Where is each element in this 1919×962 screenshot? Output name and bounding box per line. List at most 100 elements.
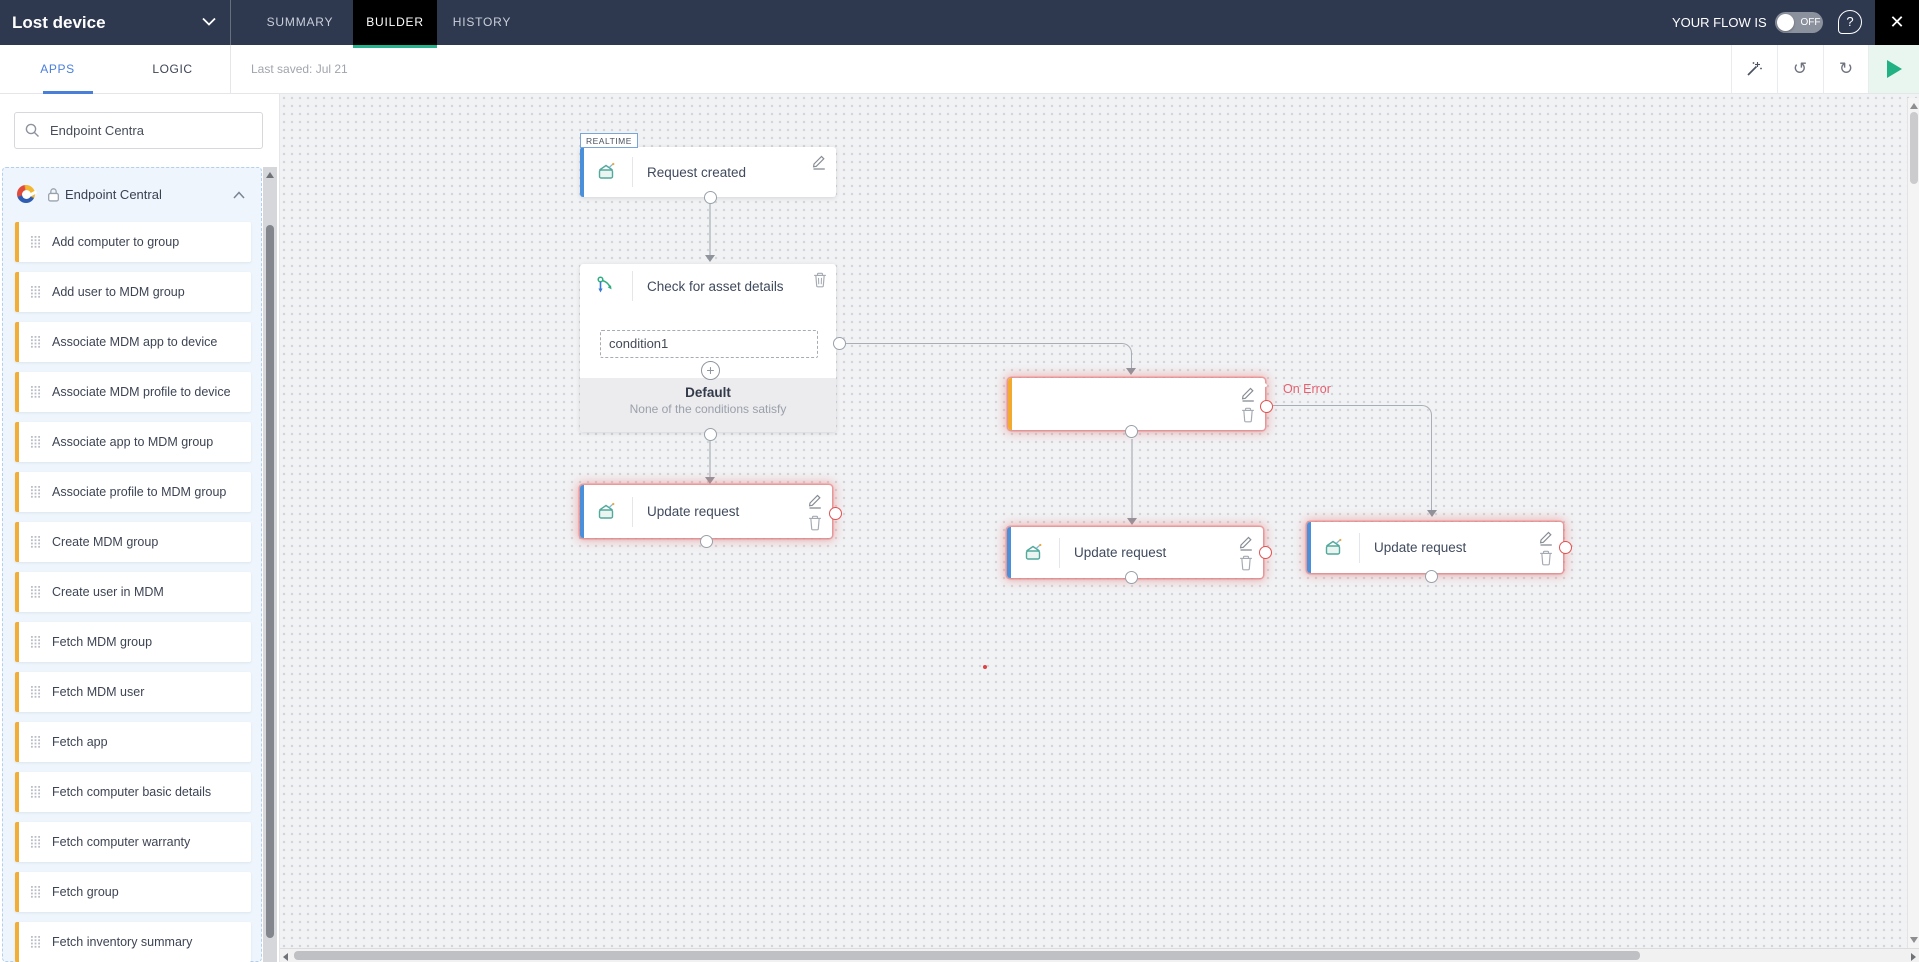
toolbar-divider	[1731, 45, 1732, 93]
connector-port[interactable]	[1425, 570, 1438, 583]
update-request-node-middle[interactable]: Update request	[1007, 527, 1263, 578]
run-flow-button[interactable]	[1869, 45, 1919, 93]
edit-icon[interactable]	[1238, 534, 1254, 551]
sidebar-scrollbar[interactable]	[263, 167, 277, 962]
help-button[interactable]: ?	[1838, 10, 1862, 34]
tab-logic[interactable]: LOGIC	[152, 62, 193, 76]
tab-summary[interactable]: SUMMARY	[266, 15, 334, 29]
sidebar-app-action[interactable]: Fetch inventory summary	[15, 922, 251, 962]
active-tab-underline	[353, 45, 437, 48]
action-label: Add computer to group	[52, 235, 180, 249]
edit-icon[interactable]	[1240, 385, 1256, 402]
sidebar-app-action[interactable]: Associate profile to MDM group	[15, 472, 251, 512]
node-title: Update request	[1074, 545, 1167, 560]
sidebar-app-action[interactable]: Fetch computer warranty	[15, 822, 251, 862]
sidebar-app-action[interactable]: Add user to MDM group	[15, 272, 251, 312]
sidebar-app-action[interactable]: Associate app to MDM group	[15, 422, 251, 462]
app-group-header[interactable]: Endpoint Central	[3, 168, 261, 222]
edit-icon[interactable]	[807, 492, 823, 509]
delete-icon[interactable]	[1239, 555, 1253, 571]
edit-icon[interactable]	[811, 153, 827, 170]
connector-line	[1131, 439, 1133, 519]
drag-handle-icon	[31, 485, 40, 498]
lock-icon	[48, 188, 59, 202]
action-label: Create user in MDM	[52, 585, 164, 599]
sidebar-app-action[interactable]: Fetch MDM user	[15, 672, 251, 712]
error-connector-port[interactable]	[1260, 400, 1273, 413]
tab-builder[interactable]: BUILDER	[353, 0, 437, 45]
node-title: Request created	[647, 164, 747, 180]
drag-handle-icon	[31, 385, 40, 398]
tab-history[interactable]: HISTORY	[452, 15, 512, 29]
close-button[interactable]: ✕	[1875, 0, 1919, 45]
chevron-down-icon[interactable]	[202, 17, 216, 26]
topbar-divider	[230, 0, 231, 45]
connector-arrow	[705, 477, 715, 484]
connector-port[interactable]	[833, 337, 846, 350]
flow-name: Lost device	[12, 13, 106, 32]
connector-port[interactable]	[1125, 571, 1138, 584]
drag-handle-icon	[31, 585, 40, 598]
action-label: Fetch computer warranty	[52, 835, 191, 849]
error-connector-port[interactable]	[1559, 541, 1572, 554]
action-node-lost-mode[interactable]: Put device in lost mode	[1008, 378, 1265, 430]
magic-wand-button[interactable]	[1732, 45, 1776, 93]
connector-port[interactable]	[704, 428, 717, 441]
trigger-node[interactable]: Request created	[580, 147, 836, 197]
toolbar-divider	[1868, 45, 1869, 93]
drag-handle-icon	[31, 935, 40, 948]
delete-icon[interactable]	[808, 515, 822, 531]
connector-port[interactable]	[700, 535, 713, 548]
vertical-scrollbar-thumb[interactable]	[1910, 112, 1918, 184]
sidebar-app-action[interactable]: Associate MDM profile to device	[15, 372, 251, 412]
magic-wand-icon	[1747, 62, 1762, 76]
update-request-node-right[interactable]: Update request	[1307, 522, 1563, 573]
sidebar-app-action[interactable]: Fetch computer basic details	[15, 772, 251, 812]
scroll-left-icon	[283, 953, 288, 961]
canvas-vertical-scrollbar[interactable]	[1907, 98, 1919, 948]
delete-icon[interactable]	[813, 272, 827, 288]
flow-on-off-toggle[interactable]: OFF	[1775, 12, 1823, 33]
search-input[interactable]	[14, 112, 263, 149]
toolbar-divider	[1823, 45, 1824, 93]
sidebar-app-action[interactable]: Fetch MDM group	[15, 622, 251, 662]
tab-apps[interactable]: APPS	[40, 62, 75, 76]
delete-icon[interactable]	[1241, 407, 1255, 423]
add-condition-button[interactable]: +	[701, 361, 720, 380]
flow-canvas[interactable]: REALTIME Request created	[280, 94, 1919, 962]
sidebar-app-action[interactable]: Fetch group	[15, 872, 251, 912]
toggle-state-label: OFF	[1800, 17, 1821, 28]
apps-sidebar: Endpoint Central Add computer to groupAd…	[0, 94, 280, 962]
drag-handle-icon	[31, 685, 40, 698]
toggle-knob	[1777, 14, 1794, 31]
condition-branch[interactable]: condition1	[600, 330, 818, 358]
error-connector-port[interactable]	[829, 507, 842, 520]
action-label: Fetch computer basic details	[52, 785, 212, 799]
connector-port[interactable]	[1125, 425, 1138, 438]
node-accent-bar	[580, 147, 584, 197]
edit-icon[interactable]	[1538, 529, 1554, 546]
condition-node[interactable]: Check for asset details condition1 Defau…	[580, 264, 836, 432]
default-subtitle: None of the conditions satisfy	[629, 402, 787, 416]
update-request-node-left[interactable]: Update request	[580, 485, 832, 538]
default-branch[interactable]: Default None of the conditions satisfy	[580, 378, 836, 432]
undo-button[interactable]: ↺	[1778, 45, 1822, 93]
node-accent-bar	[1307, 522, 1311, 573]
action-label: Associate MDM profile to device	[52, 385, 231, 399]
scroll-up-icon	[1910, 103, 1918, 109]
delete-icon[interactable]	[1539, 550, 1553, 566]
sidebar-app-action[interactable]: Create user in MDM	[15, 572, 251, 612]
sidebar-scrollbar-thumb[interactable]	[266, 225, 274, 938]
chevron-up-icon[interactable]	[233, 191, 245, 199]
undo-icon: ↺	[1792, 59, 1808, 78]
error-connector-port[interactable]	[1259, 546, 1272, 559]
connector-port[interactable]	[704, 191, 717, 204]
stray-red-dot	[983, 665, 987, 669]
sidebar-app-action[interactable]: Add computer to group	[15, 222, 251, 262]
redo-button[interactable]: ↻	[1824, 45, 1868, 93]
sidebar-app-action[interactable]: Create MDM group	[15, 522, 251, 562]
canvas-horizontal-scrollbar[interactable]	[280, 948, 1919, 962]
sidebar-app-action[interactable]: Associate MDM app to device	[15, 322, 251, 362]
sidebar-app-action[interactable]: Fetch app	[15, 722, 251, 762]
horizontal-scrollbar-thumb[interactable]	[294, 951, 1640, 960]
